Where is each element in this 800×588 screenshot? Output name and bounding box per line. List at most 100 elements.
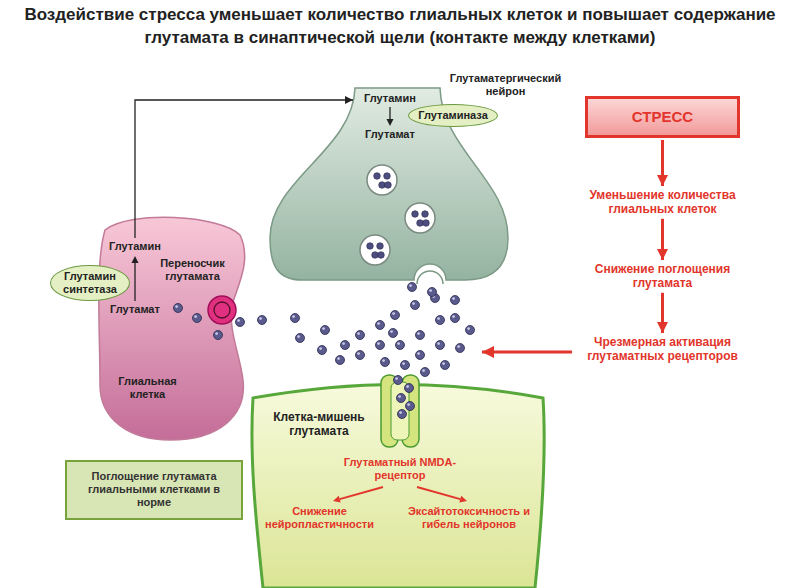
glutamate-molecule: [416, 351, 425, 360]
enzyme-oval: Глутаминаза: [408, 104, 498, 127]
glutamate-molecule: [214, 331, 223, 340]
molecule-highlight: [390, 330, 393, 333]
molecule-highlight: [452, 297, 455, 300]
node-label: СТРЕСС: [592, 108, 733, 126]
molecule-highlight: [437, 317, 440, 320]
glial-cell: Глиальная клеткаПереносчик глутаматаГлут…: [50, 205, 250, 445]
glutamate-molecule: [384, 173, 391, 180]
glutamate-molecules: [174, 283, 475, 419]
molecule-highlight: [175, 305, 178, 308]
molecule-highlight: [319, 347, 322, 350]
vesicle: [405, 203, 435, 233]
molecule-highlight: [382, 359, 385, 362]
glutamate-molecule: [367, 243, 374, 250]
glutamate-molecule: [378, 252, 385, 259]
molecule-highlight: [398, 395, 401, 398]
glutamate-molecule: [431, 294, 440, 303]
arrow-line: [417, 487, 460, 499]
molecule-label: Глутамин: [360, 92, 420, 105]
molecule-highlight: [467, 327, 470, 330]
glutamate-molecule: [374, 173, 381, 180]
glutamate-molecule: [397, 394, 406, 403]
receptor-channel: [391, 382, 409, 440]
glutamate-molecule: [341, 341, 350, 350]
stress-effect-arrow: [482, 351, 572, 354]
node-label: Глутамин синтетаза: [59, 270, 121, 296]
arrow-head: [132, 256, 139, 263]
molecule-highlight: [406, 385, 409, 388]
glutamate-molecule: [406, 402, 415, 411]
arrow-line: [389, 107, 390, 119]
molecule-highlight: [337, 357, 340, 360]
stress-box: СТРЕСС: [585, 96, 740, 138]
effect-step: Чрезмерная активация глутаматных рецепто…: [575, 335, 750, 364]
connector-arrow: [661, 140, 664, 186]
molecule-highlight: [432, 295, 435, 298]
molecule-highlight: [292, 315, 295, 318]
molecule-label: Глутамин: [105, 240, 165, 253]
molecule-highlight: [417, 332, 420, 335]
glial-cell: [99, 217, 245, 440]
glutamate-molecule: [377, 243, 384, 250]
glutamate-molecule: [421, 368, 430, 377]
glutamate-molecule: [193, 314, 202, 323]
molecule-highlight: [397, 342, 400, 345]
molecule-highlight: [297, 335, 300, 338]
molecule-highlight: [452, 315, 455, 318]
glutamate-molecule: [394, 376, 403, 385]
molecule-highlight: [237, 319, 240, 322]
cycle-line: [134, 205, 135, 238]
cell-heading: Глутаматергический нейрон: [448, 72, 563, 98]
glutamate-molecule: [401, 361, 410, 370]
glutamate-molecule: [236, 318, 245, 327]
molecule-highlight: [259, 317, 262, 320]
node-label: Снижение поглощения глутамата: [575, 262, 750, 291]
molecule-highlight: [357, 332, 360, 335]
molecule-highlight: [457, 345, 460, 348]
glutamate-molecule: [258, 316, 267, 325]
glutamate-transporter: [208, 296, 236, 324]
transporter-core: [214, 302, 230, 318]
glutamate-molecule: [416, 331, 425, 340]
glutamate-molecule: [451, 296, 460, 305]
glutamate-molecule: [405, 384, 414, 393]
glutamate-molecule: [396, 341, 405, 350]
neuron-terminal: [270, 88, 508, 280]
effect-step: Уменьшение количества глиальных клеток: [575, 188, 750, 217]
glutamate-molecule: [296, 334, 305, 343]
effect-label: Эксайтотоксичность и гибель нейронов: [403, 505, 535, 531]
effect-label: Снижение нейропластичности: [257, 505, 382, 531]
arrow-head: [459, 496, 467, 503]
glutamate-molecule: [436, 341, 445, 350]
glutamate-molecule: [456, 344, 465, 353]
glutamate-molecule: [385, 182, 392, 189]
molecule-label: Глутамат: [360, 128, 420, 141]
glutamate-molecule: [389, 329, 398, 338]
glutamate-molecule: [372, 252, 379, 259]
glutamate-molecule: [376, 341, 385, 350]
molecule-highlight: [342, 342, 345, 345]
molecule-highlight: [395, 377, 398, 380]
glutamate-molecule: [423, 220, 430, 227]
molecule-highlight: [409, 284, 412, 287]
glutamate-molecule: [466, 326, 475, 335]
molecule-label: Глутамат: [105, 303, 165, 316]
molecule-highlight: [194, 315, 197, 318]
node-label: Глутаминаза: [417, 109, 489, 122]
glutamate-molecule: [417, 220, 424, 227]
molecule-highlight: [412, 302, 415, 305]
glutamate-molecule: [398, 410, 407, 419]
glutamate-molecule: [436, 316, 445, 325]
molecule-highlight: [437, 342, 440, 345]
glutamate-molecule: [321, 326, 330, 335]
diagram-title: Воздействие стресса уменьшает количество…: [10, 4, 790, 50]
molecule-highlight: [422, 369, 425, 372]
molecule-highlight: [322, 327, 325, 330]
molecule-highlight: [402, 362, 405, 365]
vesicle: [360, 235, 390, 265]
glutamate-molecule: [356, 331, 365, 340]
arrow-line: [134, 263, 135, 301]
glutamate-molecule: [441, 361, 450, 370]
enzyme-oval: Глутамин синтетаза: [50, 265, 130, 301]
